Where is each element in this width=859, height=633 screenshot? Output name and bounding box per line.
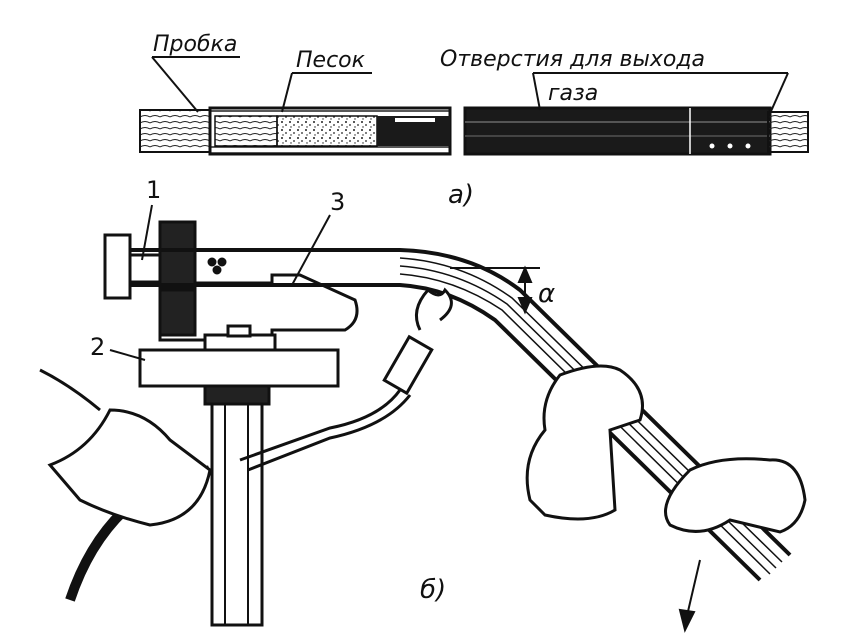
label-gas-holes-line1: Отверстия для выхода — [440, 47, 705, 72]
hand-left-glove — [39, 368, 212, 527]
hand-right-glove — [664, 457, 807, 534]
force-arrow — [678, 559, 701, 633]
left-cork-plug — [139, 109, 216, 153]
bending-device — [103, 220, 359, 627]
leader-lines-b — [109, 204, 331, 361]
bending-template — [158, 273, 359, 342]
label-num-3: 3 — [330, 188, 345, 216]
right-cork-plug — [767, 111, 809, 153]
clamp — [158, 220, 197, 289]
label-part-b: б) — [420, 575, 446, 605]
pipe-section-a — [139, 106, 809, 156]
stop-screw — [103, 233, 132, 300]
stand-column — [210, 383, 264, 627]
angle-label: α — [538, 279, 555, 309]
right-pipe-tube — [463, 106, 772, 156]
hand-middle-glove — [525, 364, 644, 521]
base-plate — [138, 348, 340, 388]
label-part-a: а) — [448, 180, 474, 210]
label-sand: Песок — [296, 48, 366, 73]
label-num-2: 2 — [90, 333, 105, 361]
leader-lines-a — [151, 56, 789, 119]
gas-exit-holes — [709, 143, 751, 149]
label-num-1: 1 — [146, 176, 161, 204]
label-gas-holes-line2: газа — [548, 81, 598, 106]
inner-cork — [214, 115, 278, 147]
sand-fill — [276, 115, 378, 147]
bend-angle-indicator — [450, 265, 540, 315]
label-cork: Пробка — [153, 32, 237, 57]
